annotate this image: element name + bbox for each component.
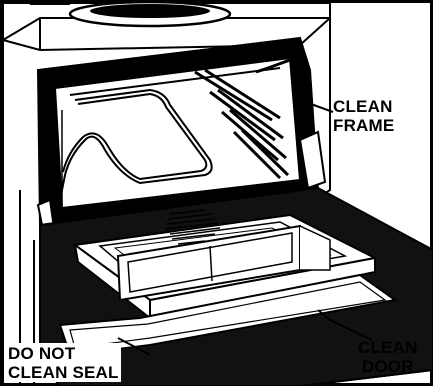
label-do-not-clean-seal: DO NOT CLEAN SEAL <box>6 343 121 382</box>
label-clean-door-line2: DOOR <box>358 357 418 376</box>
label-do-not-clean-seal-line1: DO NOT <box>8 344 119 363</box>
label-clean-frame-line2: FRAME <box>333 116 394 135</box>
label-clean-frame: CLEAN FRAME <box>333 97 394 135</box>
label-clean-door-line1: CLEAN <box>358 338 418 357</box>
label-do-not-clean-seal-line2: CLEAN SEAL <box>8 363 119 382</box>
label-clean-frame-line1: CLEAN <box>333 97 394 116</box>
label-clean-door: CLEAN DOOR <box>358 338 418 376</box>
